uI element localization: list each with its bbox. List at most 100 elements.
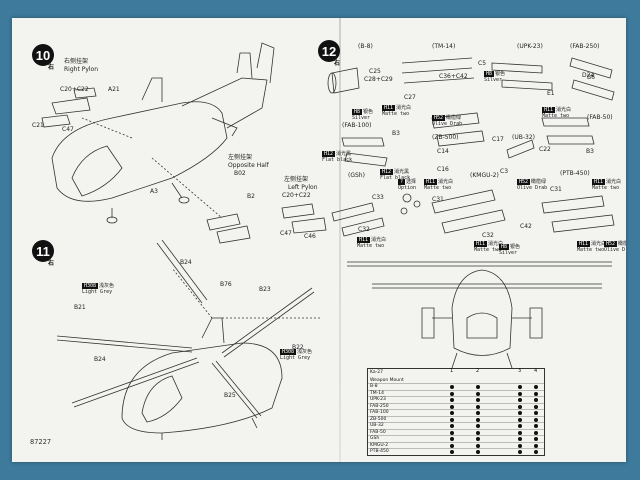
loadout-row: FAB-50 (368, 428, 544, 437)
loadout-corner-label: Ka-27 (370, 370, 383, 375)
step10-part-label: Opposite Half (228, 162, 269, 169)
step10-part-label: Left Pylon (288, 184, 318, 191)
mount-dot (476, 391, 480, 396)
loadout-weapon-name: B-8 (370, 384, 378, 389)
step-12-badge: 12 (318, 40, 340, 62)
loadout-row: B-8 (368, 383, 544, 391)
step12-part-label: C31 (550, 186, 562, 193)
step12-part-label: B3 (586, 148, 594, 155)
station-header: 3 (518, 368, 522, 374)
mount-dot (534, 450, 538, 454)
weapon-group-label: (B-8) (358, 43, 373, 50)
mount-dot (534, 443, 538, 448)
step12-part-label: C32 (358, 226, 370, 233)
mount-dot (476, 424, 480, 428)
step10-part-label: B2 (247, 193, 255, 200)
loadout-row: PTB-450 (368, 448, 544, 456)
step12-weapons-drawing (327, 57, 615, 237)
mount-dot (534, 437, 538, 441)
mount-dot (450, 424, 454, 428)
step11-helicopter-drawing (56, 239, 322, 440)
weapon-group-label: (FAB-100) (342, 122, 372, 129)
loadout-row: FAB-100 (368, 409, 544, 417)
loadout-weapon-name: GSh (370, 436, 380, 441)
mount-dot (534, 404, 538, 409)
step11-part-label: B24 (94, 356, 106, 363)
mount-dot (518, 391, 522, 396)
weapon-group-label: (KMGU-2) (470, 172, 499, 179)
mount-dot (450, 437, 454, 441)
step12-part-label: C25 (369, 68, 381, 75)
mount-dot (518, 437, 522, 441)
step10-part-label: C20+C22 (282, 192, 311, 199)
step10-part-label: 左侧挂架 (228, 154, 253, 161)
step10-part-label: 左侧挂架 (284, 176, 309, 183)
mount-dot (450, 411, 454, 415)
step10-part-label: C20+C22 (60, 86, 89, 93)
mount-dot (518, 404, 522, 409)
mount-dot (534, 430, 538, 435)
weapon-group-label: (PTB-450) (560, 170, 590, 177)
step12-part-label: C31 (432, 196, 444, 203)
step10-part-label: C47 (62, 126, 74, 133)
mount-dot (450, 450, 454, 454)
step10-part-label: C21 (32, 122, 44, 129)
mount-dot (518, 430, 522, 435)
mount-dot (534, 398, 538, 402)
step12-part-label: C27 (404, 94, 416, 101)
step10-part-label: C47 (280, 230, 292, 237)
mount-dot (450, 417, 454, 422)
mount-dot (476, 411, 480, 415)
mount-dot (450, 443, 454, 448)
mount-dot (476, 404, 480, 409)
loadout-weapon-name: FAB-100 (370, 410, 389, 415)
mount-dot (450, 430, 454, 435)
loadout-weapon-name: FAB-250 (370, 403, 389, 409)
step11-part-label: B21 (74, 304, 86, 311)
step10-part-label: 右侧挂架 (64, 58, 89, 65)
loadout-row: KMGU-2 (368, 441, 544, 450)
station-header: 1 (450, 368, 454, 374)
loadout-row: ZB-500 (368, 415, 544, 424)
station-header: 4 (534, 368, 538, 374)
step12-part-label: C28+C29 (364, 76, 393, 83)
mount-dot (476, 450, 480, 454)
loadout-weapon-name: UB-32 (370, 423, 384, 428)
weapon-group-label: (GSh) (348, 172, 365, 179)
weapon-group-label: (ZB-500) (432, 134, 459, 141)
step12-part-label: B6 (587, 74, 595, 81)
step11-part-label: B24 (180, 259, 192, 266)
step12-part-label: D24 (582, 72, 595, 79)
step12-part-label: C42 (520, 223, 532, 230)
loadout-row: GSh (368, 435, 544, 443)
step10-part-label: Right Pylon (64, 66, 99, 73)
mount-dot (476, 417, 480, 422)
step11-part-label: B76 (220, 281, 232, 288)
page-fold (339, 18, 341, 462)
step10-part-label: A21 (108, 86, 120, 93)
mount-dot (518, 385, 522, 389)
mount-dot (476, 443, 480, 448)
step12-part-label: C33 (372, 194, 384, 201)
sheet-code: 87227 (30, 438, 52, 446)
step12-part-label: B3 (392, 130, 400, 137)
loadout-weapon-name: FAB-50 (370, 429, 386, 435)
step12-part-label: C17 (492, 136, 504, 143)
mount-dot (450, 385, 454, 389)
weapon-group-label: (FAB-50) (587, 114, 613, 121)
mount-dot (518, 417, 522, 422)
mount-dot (476, 430, 480, 435)
step12-part-label: C36+C42 (439, 73, 468, 80)
loadout-header-label: Weapon Mount (370, 378, 404, 383)
step-11-sub-mark: 右 (48, 261, 55, 267)
weapon-group-label: (TM-14) (432, 43, 456, 50)
